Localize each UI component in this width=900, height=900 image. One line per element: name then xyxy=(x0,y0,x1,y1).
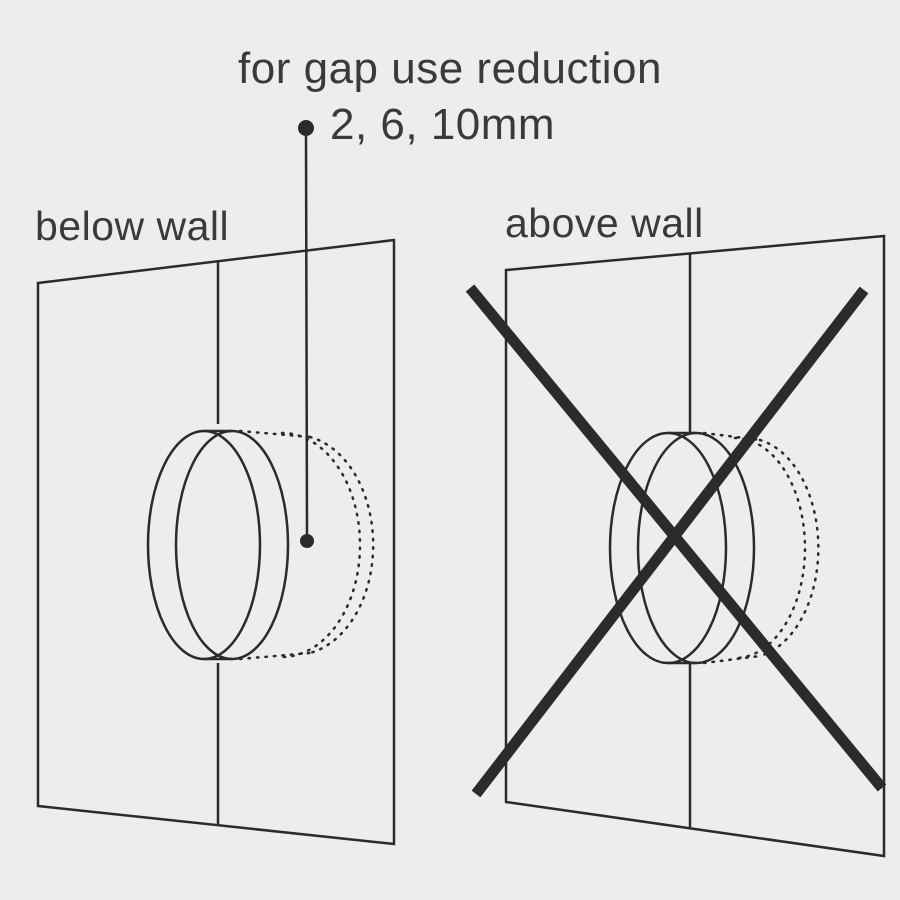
annotation-value: 2, 6, 10mm xyxy=(330,100,556,149)
leader-line xyxy=(304,135,309,535)
annotation-title: for gap use reduction xyxy=(238,44,662,93)
below-wall-diagram xyxy=(36,238,396,846)
leader-end-dot xyxy=(300,534,314,548)
above-wall-knob xyxy=(608,431,756,665)
above-wall-diagram xyxy=(465,234,887,858)
below-wall-plate xyxy=(36,238,396,846)
annotation-leader xyxy=(298,120,314,548)
below-wall-label: below wall xyxy=(35,203,230,249)
above-wall-label: above wall xyxy=(505,200,704,246)
gap-reduction-dotted-outline xyxy=(238,429,375,661)
below-wall-knob xyxy=(146,429,290,661)
bullet-dot xyxy=(298,120,314,136)
prohibition-cross-icon xyxy=(465,284,887,798)
above-wall-dotted-outline xyxy=(702,431,820,665)
above-wall-plate xyxy=(504,234,886,858)
